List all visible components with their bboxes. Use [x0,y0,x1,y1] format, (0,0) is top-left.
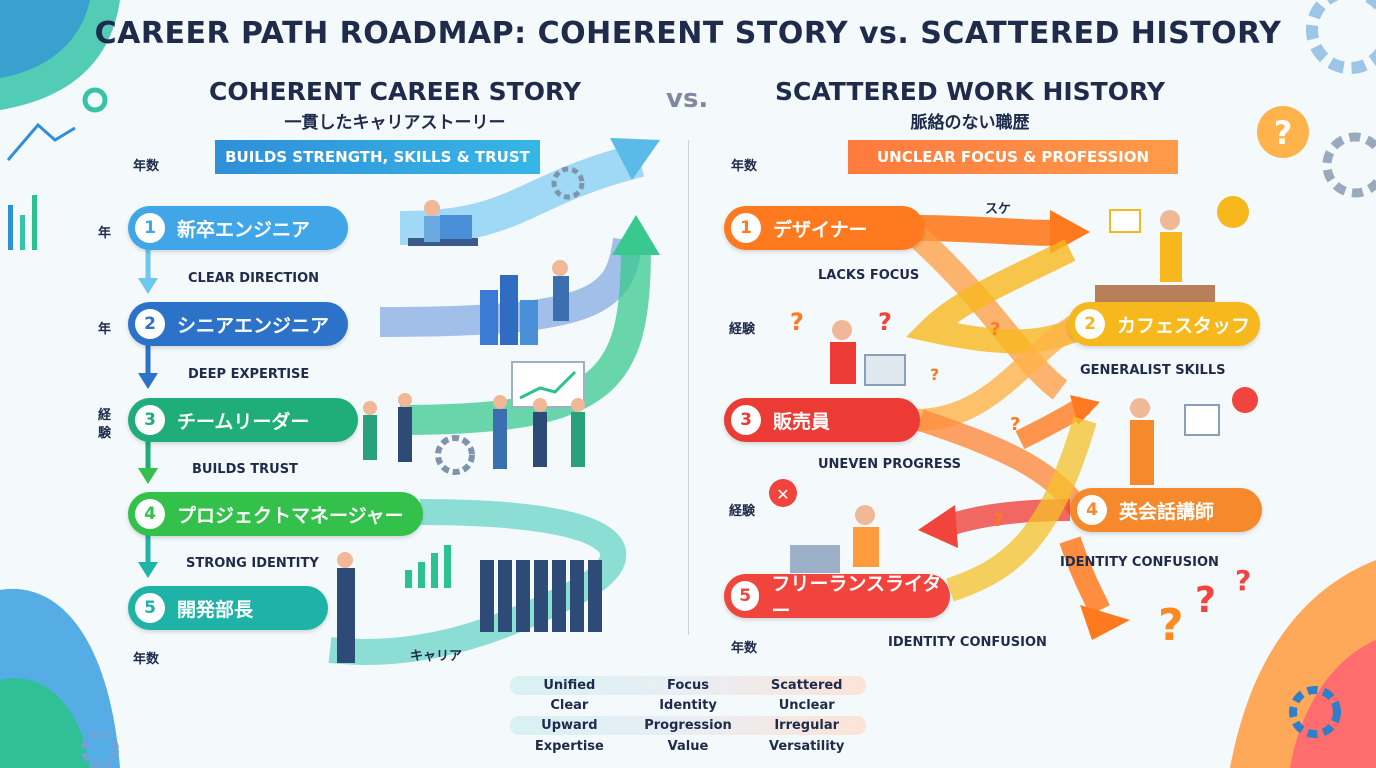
right-axis-label-3: 経験 [729,504,756,519]
left-step-4-number: 4 [135,499,165,529]
legend-cell: Unified [543,678,596,693]
left-axis-label-top: 年数 [133,159,160,174]
legend-cell: Expertise [534,739,604,754]
left-step-4-label: プロジェクトマネージャー [177,504,404,527]
connector-clear-direction: CLEAR DIRECTION [188,271,319,286]
svg-text:?: ? [990,319,1000,340]
svg-text:?: ? [1158,600,1184,651]
left-step-1: 1 新卒エンジニア [128,206,348,250]
left-axis-label-4: 経 [98,408,112,423]
right-heading: SCATTERED WORK HISTORY [775,77,1165,106]
legend-cell: Clear [550,698,589,713]
annotation-uneven-progress: UNEVEN PROGRESS [818,457,961,472]
right-axis-label-2: 経験 [729,322,756,337]
left-axis-label-2: 年 [98,226,112,241]
right-step-2-number: 2 [1075,309,1105,339]
legend-row-4: Expertise Value Versatility [510,737,866,756]
right-scattered-arrows: ? ? ? ? ? ? ? ? ? ✕ [769,196,1258,651]
svg-text:?: ? [1274,114,1293,152]
legend-cell: Unclear [778,698,835,713]
left-step-5: 5 開発部長 [128,586,328,630]
right-banner: UNCLEAR FOCUS & PROFESSION [848,140,1178,174]
left-axis-label-5: 験 [98,426,112,441]
left-step-2: 2 シニアエンジニア [128,302,348,346]
page-title: CAREER PATH ROADMAP: COHERENT STORY vs. … [94,16,1282,51]
legend-cell: Irregular [774,718,840,733]
left-step-1-label: 新卒エンジニア [177,218,311,241]
legend-cell: Versatility [769,739,845,754]
svg-text:?: ? [1235,564,1251,597]
left-step-5-label: 開発部長 [177,598,254,621]
left-axis-label-3: 年 [98,322,112,337]
left-step-2-number: 2 [135,309,165,339]
right-step-3-number: 3 [731,405,761,435]
connector-strong-identity: STRONG IDENTITY [186,556,319,571]
right-step-5-number: 5 [731,581,760,611]
svg-text:✕: ✕ [776,485,789,504]
annotation-generalist-skills: GENERALIST SKILLS [1080,363,1226,378]
svg-text:?: ? [878,308,892,336]
right-step-1: 1 デザイナー [724,206,924,250]
left-ribbon-paths [138,138,660,665]
career-label: キャリア [410,649,463,664]
left-subheading: 一貫したキャリアストーリー [284,113,506,133]
connector-deep-expertise: DEEP EXPERTISE [188,367,310,382]
annotation-lacks-focus: LACKS FOCUS [818,268,920,283]
left-step-3-label: チームリーダー [177,410,310,433]
left-step-2-label: シニアエンジニア [177,314,330,337]
right-step-3: 3 販売員 [724,398,920,442]
right-step-4-label: 英会話講師 [1119,500,1215,523]
left-banner: BUILDS STRENGTH, SKILLS & TRUST [215,140,540,174]
connector-builds-trust: BUILDS TRUST [192,462,298,477]
left-step-3-number: 3 [135,405,165,435]
right-step-2: 2 カフェスタッフ [1068,302,1260,346]
svg-text:?: ? [1010,414,1020,435]
legend-cell: Upward [541,718,598,733]
vs-label: vs. [666,84,709,114]
svg-text:?: ? [993,510,1003,531]
legend-row-3: Upward Progression Irregular [510,716,866,735]
center-divider [688,140,689,635]
legend-cell: Focus [667,678,709,693]
right-step-1-number: 1 [731,213,761,243]
right-step-1-label: デザイナー [773,218,868,241]
right-step-5-label: フリーランスライター [771,573,942,622]
annotation-identity-confusion-1: IDENTITY CONFUSION [1060,555,1219,570]
left-step-1-number: 1 [135,213,165,243]
right-subheading: 脈絡のない職歴 [910,113,1030,133]
legend-cell: Scattered [770,678,843,693]
right-step-4: 4 英会話講師 [1070,488,1262,532]
left-heading: COHERENT CAREER STORY [209,77,581,106]
legend-row-2: Clear Identity Unclear [510,696,866,715]
sketch-label: スケ [985,202,1012,217]
svg-text:?: ? [930,365,939,384]
right-axis-label-top: 年数 [731,159,758,174]
right-step-5: 5 フリーランスライター [724,573,950,622]
right-step-2-label: カフェスタッフ [1117,314,1251,337]
left-step-4: 4 プロジェクトマネージャー [128,492,423,536]
svg-text:?: ? [1195,580,1216,621]
legend-cell: Progression [644,718,732,733]
svg-text:?: ? [790,308,804,336]
left-step-5-number: 5 [135,593,165,623]
legend-cell: Identity [659,698,717,713]
right-step-4-number: 4 [1077,495,1107,525]
annotation-identity-confusion-2: IDENTITY CONFUSION [888,635,1047,650]
right-step-3-label: 販売員 [773,410,831,433]
legend-cell: Value [667,739,709,754]
left-step-3: 3 チームリーダー [128,398,358,442]
legend-row-1: Unified Focus Scattered [510,676,866,695]
right-axis-label-bottom: 年数 [731,641,758,656]
left-axis-label-bottom: 年数 [133,652,160,667]
